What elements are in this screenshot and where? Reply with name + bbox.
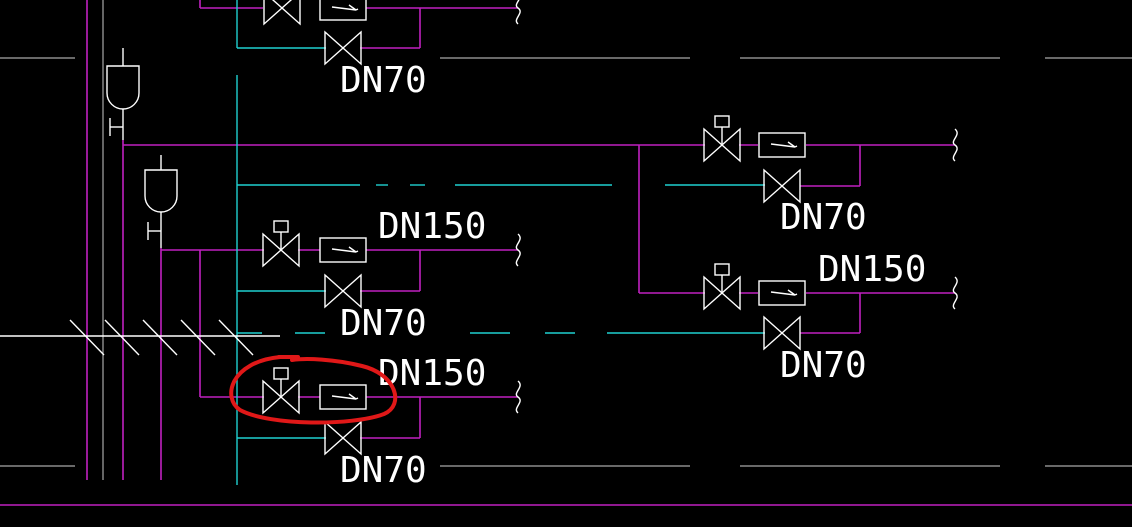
pipe-size-label: DN150: [378, 353, 486, 394]
control-valve-icon[interactable]: [704, 116, 740, 161]
white-lines: [0, 319, 280, 356]
flow-meter-icon[interactable]: [319, 384, 367, 410]
red-markup-circle: [229, 355, 398, 425]
pipe-break-icon: [515, 0, 521, 25]
pipe-size-label: DN150: [378, 206, 486, 247]
gray-lines: [0, 0, 1132, 480]
pipe-size-label: DN70: [340, 450, 427, 491]
cyan-lines: [236, 0, 765, 485]
flow-meter-icon[interactable]: [319, 0, 367, 21]
pipe-size-label: DN70: [780, 345, 867, 386]
control-valve-icon[interactable]: [263, 221, 299, 266]
expansion-tank-icon: [144, 155, 178, 248]
pipe-break-icon: [952, 276, 958, 310]
pipe-size-label: DN150: [818, 249, 926, 290]
pipe-break-icon: [952, 128, 958, 162]
pipe-size-label: DN70: [340, 303, 427, 344]
flow-meter-icon[interactable]: [758, 132, 806, 158]
control-valve-icon[interactable]: [263, 368, 299, 413]
control-valve-icon[interactable]: [704, 264, 740, 309]
expansion-tank-icon: [106, 48, 140, 140]
pipe-size-label: DN70: [780, 197, 867, 238]
flow-meter-icon[interactable]: [758, 280, 806, 306]
flow-meter-icon[interactable]: [319, 237, 367, 263]
pipe-size-label: DN70: [340, 60, 427, 101]
pipe-break-icon: [515, 380, 521, 414]
pipe-network: [0, 0, 1132, 506]
pipe-break-icon: [515, 233, 521, 267]
control-valve-icon[interactable]: [263, 0, 301, 25]
